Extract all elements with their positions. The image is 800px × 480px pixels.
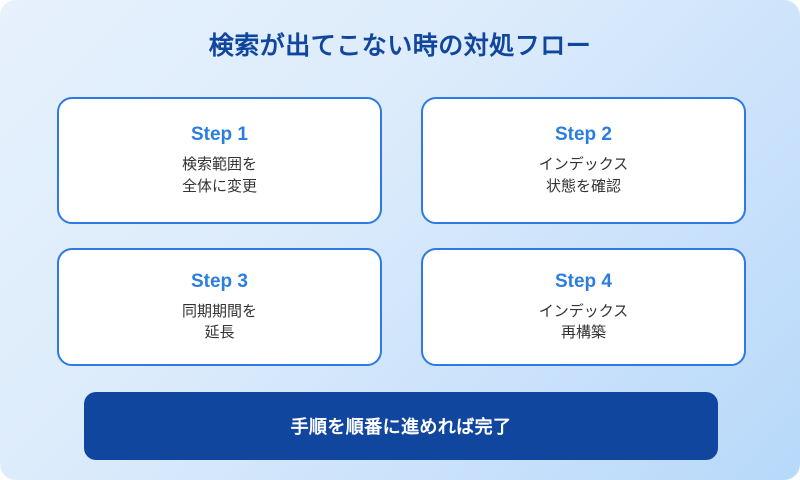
step-card-3-line2: 延長: [204, 324, 235, 342]
step-card-1[interactable]: Step 1 検索範囲を 全体に変更: [57, 97, 382, 224]
step-card-4-description: インデックス 再構築: [539, 301, 629, 345]
page-title: 検索が出てこない時の対処フロー: [208, 32, 592, 60]
step-card-4-line1: インデックス: [538, 302, 629, 320]
step-card-1-line1: 検索範囲を: [181, 156, 257, 174]
step-card-1-description: 検索範囲を 全体に変更: [182, 154, 257, 198]
step-card-2[interactable]: Step 2 インデックス 状態を確認: [421, 97, 746, 224]
completion-banner[interactable]: 手順を順番に進めれば完了: [84, 392, 718, 460]
step-card-1-label: Step 1: [190, 124, 249, 146]
step-card-3-description: 同期期間を 延長: [182, 301, 257, 345]
step-card-2-description: インデックス 状態を確認: [539, 154, 629, 198]
step-card-4-line2: 再構築: [560, 324, 606, 342]
step-card-3[interactable]: Step 3 同期期間を 延長: [57, 248, 382, 366]
completion-banner-text: 手順を順番に進めれば完了: [290, 417, 512, 437]
step-card-4[interactable]: Step 4 インデックス 再構築: [421, 248, 746, 366]
step-card-2-line2: 状態を確認: [545, 177, 621, 195]
steps-grid: Step 1 検索範囲を 全体に変更 Step 2 インデックス 状態を確認 S…: [57, 97, 746, 366]
step-card-3-label: Step 3: [190, 270, 249, 292]
step-card-4-label: Step 4: [554, 270, 613, 292]
step-card-2-label: Step 2: [554, 124, 613, 146]
step-card-2-line1: インデックス: [538, 156, 629, 174]
step-card-1-line2: 全体に変更: [181, 177, 257, 195]
step-card-3-line1: 同期期間を: [181, 302, 257, 320]
